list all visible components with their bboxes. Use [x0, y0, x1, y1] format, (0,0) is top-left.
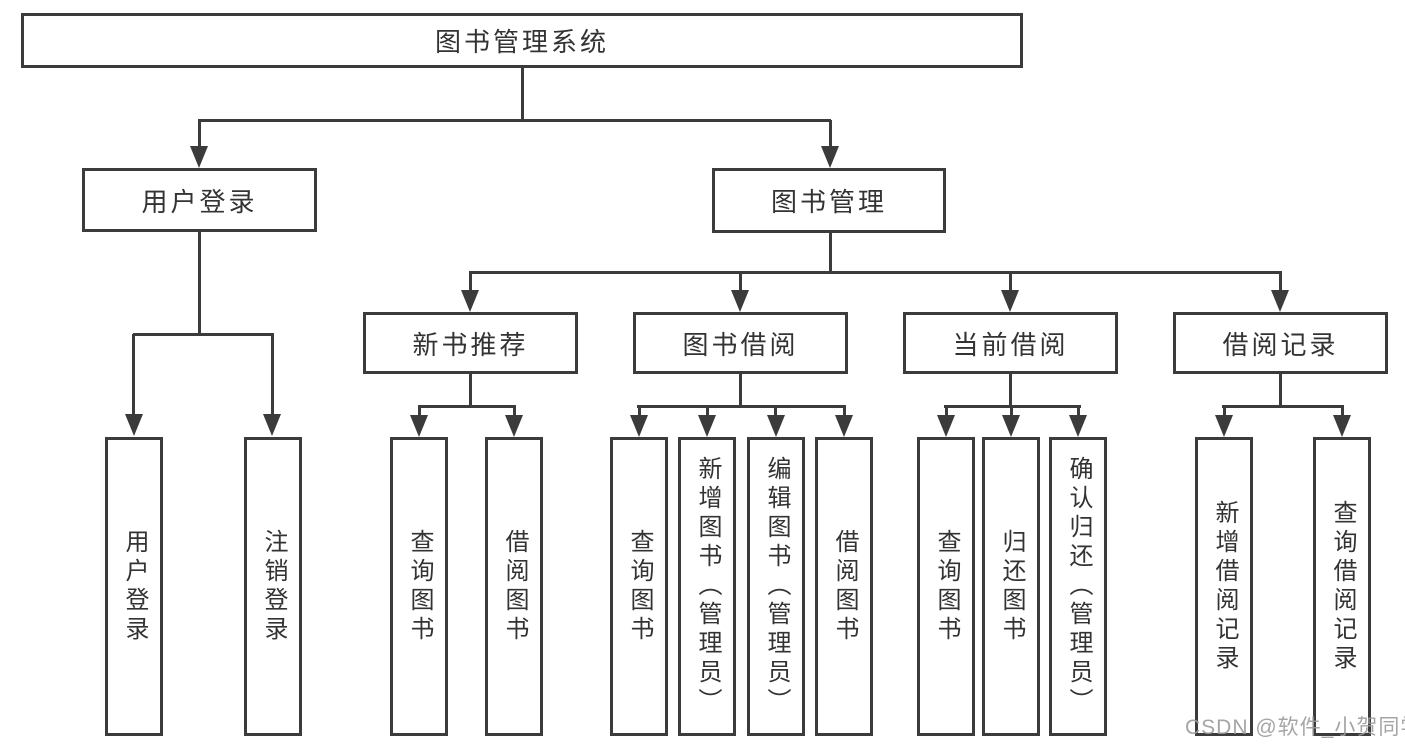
- connector-root-stem: [521, 68, 524, 122]
- node-label: 借阅记录: [1222, 329, 1339, 360]
- arrowhead-current-borrowing: [1001, 290, 1019, 312]
- node-label: 图书借阅: [682, 329, 799, 360]
- arrowhead-new-book-recommend: [461, 290, 479, 312]
- arrowhead-leaf: [1002, 415, 1020, 437]
- leaf-label: 查询图书: [933, 528, 960, 645]
- connector-user-login-bus: [133, 333, 274, 336]
- leaf-label: 新增图书（管理员）: [694, 456, 721, 717]
- leaf-logout: 注销登录: [244, 437, 302, 736]
- arrowhead-leaf: [767, 415, 785, 437]
- arrowhead-leaf-user-login: [125, 414, 143, 436]
- connector-leaf-drop: [418, 406, 421, 417]
- leaf-query-books-borrowing: 查询图书: [610, 437, 668, 736]
- leaf-label: 新增借阅记录: [1211, 499, 1238, 674]
- node-book-management: 图书管理: [712, 168, 946, 233]
- connector-leaf-drop: [132, 334, 135, 416]
- arrowhead-leaf-logout: [263, 414, 281, 436]
- leaf-label: 注销登录: [260, 528, 287, 645]
- arrowhead-leaf: [698, 415, 716, 437]
- node-label: 新书推荐: [412, 329, 529, 360]
- connector-leaf-drop: [1223, 406, 1226, 417]
- connector-book-mgmt-bus: [469, 271, 1282, 274]
- leaf-label: 借阅图书: [831, 528, 858, 645]
- connector-leaf-drop: [1077, 406, 1080, 417]
- connector-book-mgmt-drop: [829, 120, 832, 150]
- leaf-query-borrow-record: 查询借阅记录: [1313, 437, 1371, 736]
- connector-l3-bus: [1222, 405, 1344, 408]
- node-label: 当前借阅: [952, 329, 1069, 360]
- connector-leaf-drop: [774, 406, 777, 417]
- connector-leaf-drop: [271, 334, 274, 416]
- leaf-label: 用户登录: [121, 528, 148, 645]
- connector-l3-stem: [469, 374, 472, 408]
- connector-l3-bus: [418, 405, 516, 408]
- arrowhead-user-login: [190, 146, 208, 168]
- connector-l3-stem: [1009, 374, 1012, 408]
- connector-book-mgmt-stem: [829, 233, 832, 274]
- connector-l3-drop: [1009, 272, 1012, 292]
- arrowhead-book-mgmt: [821, 146, 839, 168]
- connector-l3-stem: [1279, 374, 1282, 408]
- node-user-login: 用户登录: [82, 168, 317, 232]
- leaf-query-books-current: 查询图书: [917, 437, 975, 736]
- leaf-borrow-books-recommend: 借阅图书: [485, 437, 543, 736]
- connector-leaf-drop: [1341, 406, 1344, 417]
- leaf-return-books: 归还图书: [982, 437, 1040, 736]
- connector-leaf-drop: [638, 406, 641, 417]
- connector-user-login-drop: [198, 120, 201, 150]
- connector-l3-drop: [469, 272, 472, 292]
- leaf-add-borrow-record: 新增借阅记录: [1195, 437, 1253, 736]
- leaf-label: 确认归还（管理员）: [1065, 456, 1092, 717]
- node-borrow-records: 借阅记录: [1173, 312, 1388, 374]
- leaf-label: 查询借阅记录: [1329, 499, 1356, 674]
- arrowhead-leaf: [630, 415, 648, 437]
- arrowhead-book-borrowing: [731, 290, 749, 312]
- leaf-edit-books-admin: 编辑图书（管理员）: [747, 437, 805, 736]
- connector-l3-drop: [739, 272, 742, 292]
- leaf-confirm-return-admin: 确认归还（管理员）: [1049, 437, 1107, 736]
- node-library-system: 图书管理系统: [21, 13, 1023, 68]
- leaf-label: 编辑图书（管理员）: [763, 456, 790, 717]
- arrowhead-leaf: [937, 415, 955, 437]
- node-book-borrowing: 图书借阅: [633, 312, 848, 374]
- leaf-query-books-recommend: 查询图书: [390, 437, 448, 736]
- leaf-borrow-books: 借阅图书: [815, 437, 873, 736]
- arrowhead-leaf: [505, 415, 523, 437]
- arrowhead-leaf: [1333, 415, 1351, 437]
- node-current-borrowing: 当前借阅: [903, 312, 1118, 374]
- node-label: 图书管理: [770, 187, 887, 217]
- node-label: 图书管理系统: [434, 27, 609, 57]
- connector-l3-stem: [739, 374, 742, 408]
- connector-leaf-drop: [945, 406, 948, 417]
- arrowhead-leaf: [1215, 415, 1233, 437]
- arrowhead-leaf: [1069, 415, 1087, 437]
- leaf-label: 借阅图书: [501, 528, 528, 645]
- connector-leaf-drop: [706, 406, 709, 417]
- leaf-add-books-admin: 新增图书（管理员）: [678, 437, 736, 736]
- node-label: 用户登录: [141, 186, 258, 217]
- watermark: CSDN @软件_小贺同学: [1185, 716, 1405, 739]
- connector-root-bus: [198, 119, 831, 122]
- leaf-label: 归还图书: [998, 528, 1025, 645]
- arrowhead-borrow-records: [1271, 290, 1289, 312]
- connector-user-login-stem: [198, 232, 201, 336]
- node-new-book-recommend: 新书推荐: [363, 312, 578, 374]
- connector-leaf-drop: [1010, 406, 1013, 417]
- arrowhead-leaf: [410, 415, 428, 437]
- leaf-label: 查询图书: [406, 528, 433, 645]
- connector-l3-drop: [1279, 272, 1282, 292]
- arrowhead-leaf: [835, 415, 853, 437]
- connector-leaf-drop: [843, 406, 846, 417]
- leaf-label: 查询图书: [626, 528, 653, 645]
- connector-leaf-drop: [513, 406, 516, 417]
- connector-l3-bus: [637, 405, 846, 408]
- leaf-user-login: 用户登录: [105, 437, 163, 736]
